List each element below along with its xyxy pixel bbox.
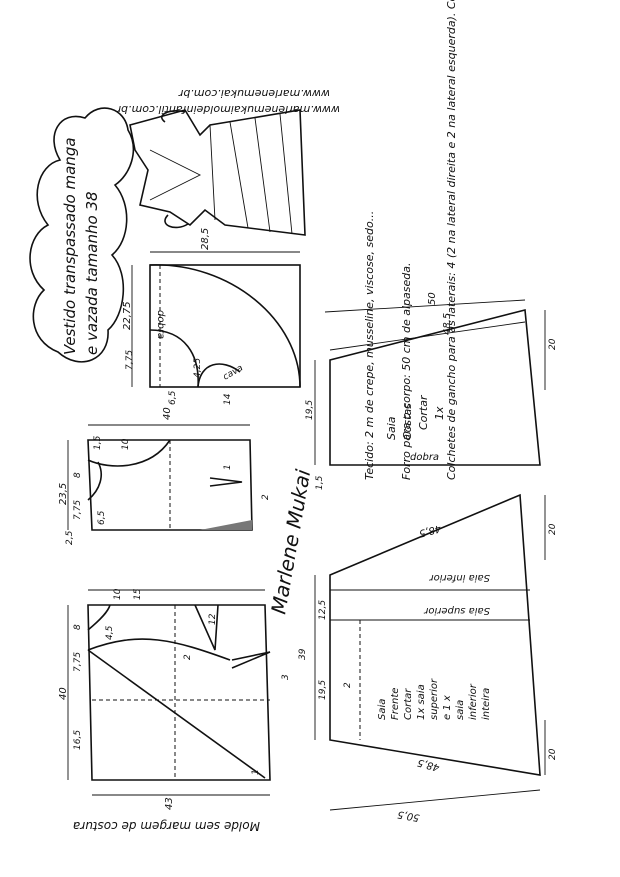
- lining-note: Forro para o corpo: 50 cm de alpaseda.: [400, 263, 413, 481]
- back-armhole-label: 8: [73, 472, 83, 478]
- front-side-label: 7,75: [73, 652, 83, 672]
- back-skirt-text-3: Cortar: [417, 394, 430, 430]
- back-side-label: 7,75: [73, 500, 83, 520]
- front-width-label: 43: [164, 797, 175, 810]
- pattern-title-line-2: e vazada tamanho 38: [83, 191, 101, 355]
- back-waist-label: 6,5: [97, 510, 107, 525]
- sleeve-cap-label: 7,75: [125, 350, 135, 370]
- back-skirt-height: 19,5: [305, 400, 315, 420]
- front-skirt-text-4: 1x saia: [416, 684, 427, 720]
- front-corner-mark: 1: [251, 769, 261, 775]
- front-waist-label: 16,5: [73, 730, 83, 750]
- back-bodice-pattern: 40 10 1,5 23,5 8 7,75 6,5 2,5 2 1: [58, 407, 271, 545]
- sleeve-bottom-label-a: 6,5: [168, 390, 178, 405]
- sleeve-height-label: 22,75: [122, 301, 133, 330]
- back-skirt-text-4: 1x: [433, 406, 446, 420]
- site-url-1: www.marlenemukai.com.br: [177, 87, 330, 100]
- fabric-note: Tecido: 2 m de crepe, musseline, viscose…: [363, 211, 376, 480]
- front-skirt-text-6: e 1 x: [442, 695, 453, 720]
- front-skirt-upper-label: Saia superior: [423, 605, 490, 616]
- front-skirt-text-1: Saia: [377, 699, 388, 720]
- front-skirt-pattern: 48,5 20 39 12,5 19,5 2 48,5 50,5 20 Saia…: [298, 493, 558, 823]
- sleeve-width-label: 28,5: [200, 228, 211, 250]
- front-neck-label: 10: [113, 588, 123, 600]
- dress-sketch: [129, 109, 306, 236]
- back-neck-label: 10: [121, 438, 131, 450]
- front-armhole-label: 8: [73, 624, 83, 630]
- back-skirt-fold: dobra: [410, 452, 439, 463]
- front-skirt-text-2: Frente: [390, 688, 401, 720]
- front-skirt-height: 39: [298, 648, 308, 660]
- front-skirt-top-flare: 20: [548, 523, 558, 535]
- front-skirt-text-7: saia: [455, 700, 466, 720]
- back-height-label: 23,5: [58, 483, 69, 505]
- back-skirt-top-width: 50: [427, 292, 438, 305]
- back-skirt-fold-offset: 1,5: [315, 475, 325, 490]
- front-dart-width-label: 12: [208, 613, 218, 625]
- back-hem-label: 2,5: [65, 530, 75, 545]
- front-height-label: 40: [58, 687, 69, 700]
- front-shoulder-label: 15: [133, 588, 143, 600]
- seam-allowance-note: Molde sem margem de costura: [73, 819, 260, 833]
- pattern-title-line-1: Vestido transpassado manga: [61, 137, 79, 355]
- sleeve-pattern: 28,5 22,75 7,75 4,25 6,5 14 dobra cava: [122, 228, 301, 405]
- title-cloud: Vestido transpassado manga e vazada tama…: [29, 107, 135, 363]
- back-shoulder-label: 1,5: [93, 435, 103, 450]
- footer-note: Molde sem margem de costura: [73, 819, 260, 833]
- front-skirt-text-5: superior: [429, 678, 440, 720]
- front-skirt-lower-label: Saia inferior: [429, 572, 490, 583]
- sleeve-fold-label: dobra: [155, 310, 166, 339]
- front-skirt-bottom-width: 50,5: [397, 808, 421, 823]
- front-skirt-text-8: inferior: [468, 683, 479, 720]
- back-skirt-text-1: Saia: [385, 416, 398, 440]
- back-skirt-flare: 20: [548, 338, 558, 350]
- front-skirt-mark: 2: [343, 682, 353, 688]
- sleeve-curve-label: 4,25: [193, 358, 203, 378]
- hooks-note: Colchetes de gancho para as laterais: 4 …: [445, 0, 458, 480]
- front-bodice-pattern: 43 10 15 12 8 4,5 40 7,75 16,5 2 3 1: [58, 588, 291, 810]
- back-skirt-slope: 48,5: [442, 313, 453, 335]
- front-skirt-bottom-flare: 20: [548, 748, 558, 760]
- front-curve-label: 4,5: [105, 625, 115, 640]
- front-skirt-text-9: inteira: [481, 688, 492, 720]
- fabric-notes: Tecido: 2 m de crepe, musseline, viscose…: [363, 0, 458, 480]
- back-skirt-pattern: 50 48,5 20 19,5 1,5 Saia Costas Cortar 1…: [305, 292, 558, 490]
- front-dart-mark: 2: [183, 654, 193, 660]
- front-skirt-text-3: Cortar: [403, 688, 414, 720]
- back-dart-mark: 1: [223, 464, 233, 470]
- front-skirt-lower-height: 19,5: [318, 680, 328, 700]
- site-url-2: www.marlenemukaimoldeinfantil.com.br: [115, 103, 340, 116]
- front-skirt-upper-height: 12,5: [318, 600, 328, 620]
- front-dart-depth: 3: [281, 674, 291, 680]
- back-width-label: 40: [162, 407, 173, 420]
- sleeve-bottom-label-b: 14: [223, 393, 233, 405]
- back-dart-label: 2: [261, 494, 271, 500]
- back-skirt-text-2: Costas: [401, 403, 414, 440]
